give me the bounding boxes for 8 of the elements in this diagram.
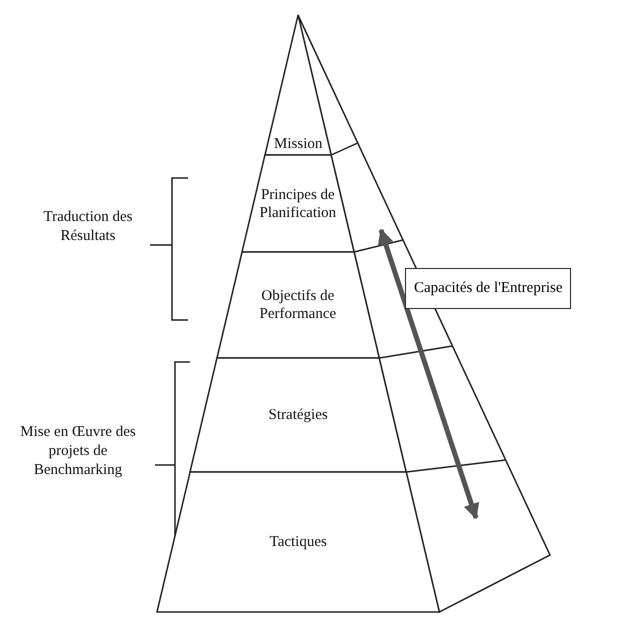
callout-box: Capacités de l'Entreprise (405, 268, 572, 309)
bracket-label: Traduction des Résultats (42, 208, 134, 246)
layer-label: Stratégies (268, 406, 328, 424)
layer-label: Principes de Planification (260, 186, 336, 222)
layer-label: Tactiques (270, 533, 327, 551)
layer-label: Objectifs de Performance (260, 287, 336, 323)
layer-label: Mission (274, 135, 322, 153)
bracket-label: Mise en Œuvre des projets de Benchmarking (19, 423, 137, 480)
